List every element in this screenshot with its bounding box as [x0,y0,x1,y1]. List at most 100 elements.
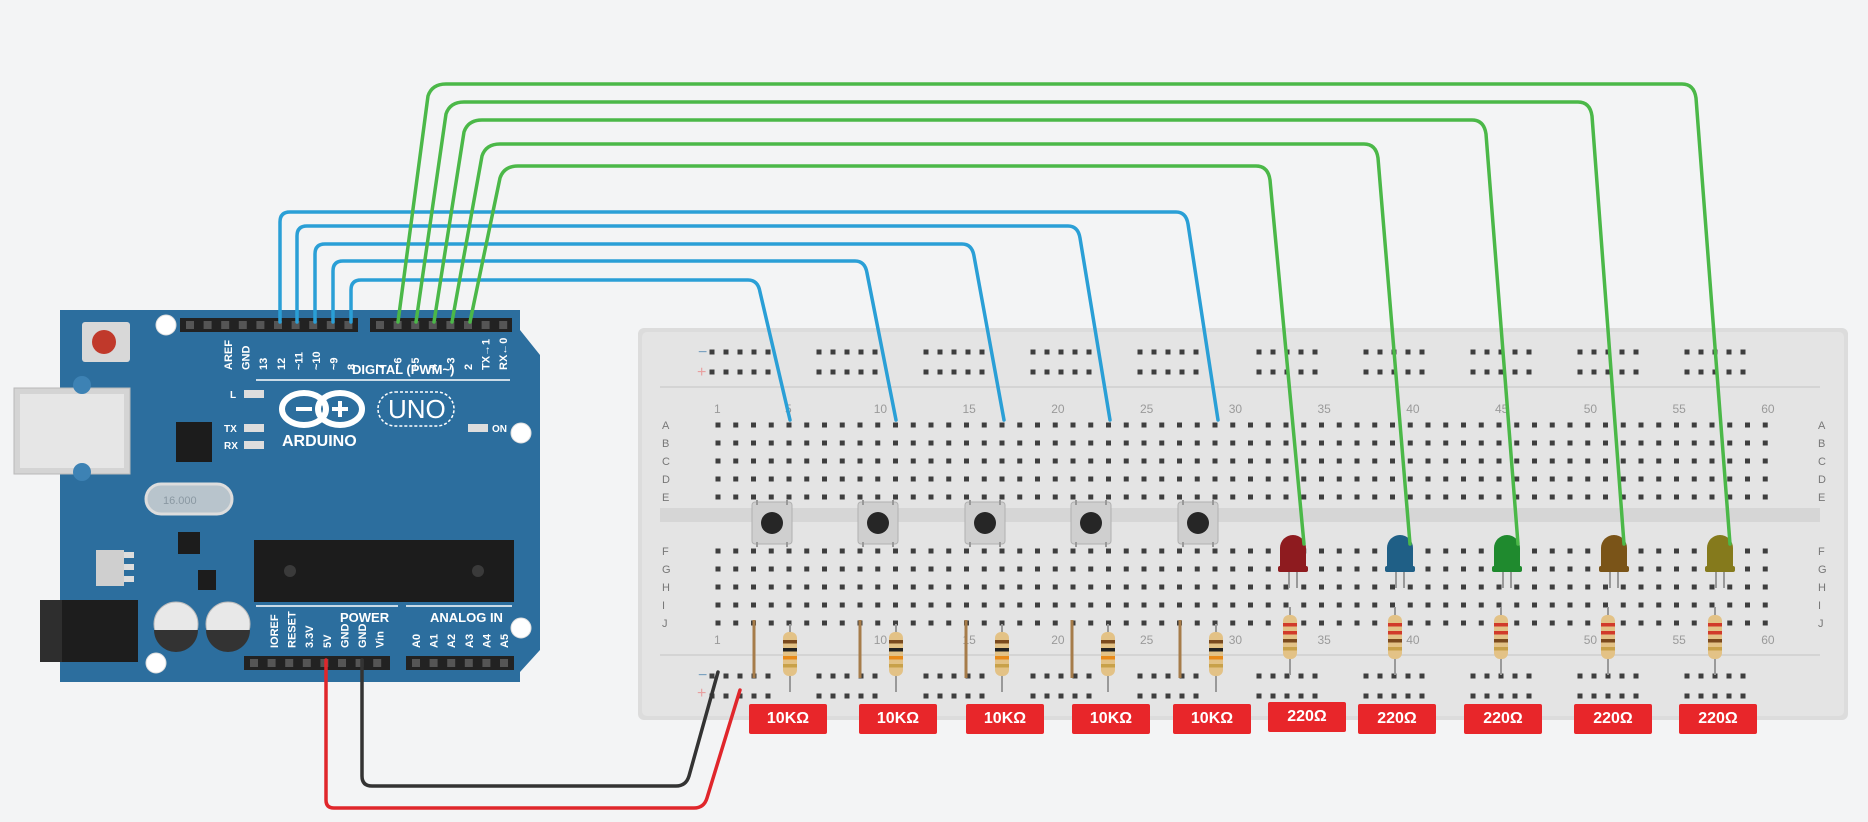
breadboard-hole[interactable] [1443,440,1449,446]
breadboard-hole[interactable] [1674,422,1679,428]
breadboard-hole[interactable] [1106,566,1111,572]
breadboard-hole[interactable] [1336,548,1342,554]
breadboard-hole[interactable] [733,620,739,626]
breadboard-hole[interactable] [1514,584,1520,590]
breadboard-hole[interactable] [999,458,1005,464]
rail-hole[interactable] [1298,349,1304,355]
breadboard-hole[interactable] [1354,620,1360,626]
breadboard-hole[interactable] [1656,566,1662,572]
breadboard-hole[interactable] [1265,440,1271,446]
breadboard-hole[interactable] [768,620,774,626]
breadboard-hole[interactable] [1425,494,1431,500]
breadboard-hole[interactable] [981,548,987,554]
breadboard-hole[interactable] [1603,476,1608,482]
rail-hole[interactable] [723,693,729,699]
breadboard-hole[interactable] [822,548,827,554]
rail-hole[interactable] [1726,673,1732,679]
rail-hole[interactable] [1498,349,1504,355]
breadboard-hole[interactable] [1194,566,1200,572]
rail-hole[interactable] [1484,693,1490,699]
breadboard-hole[interactable] [1017,458,1023,464]
push-button-3[interactable] [964,500,1006,547]
rail-hole[interactable] [965,349,971,355]
breadboard-hole[interactable] [1638,440,1644,446]
breadboard-hole[interactable] [1017,548,1023,554]
breadboard-hole[interactable] [1354,440,1360,446]
breadboard-hole[interactable] [910,494,916,500]
rail-hole[interactable] [1284,693,1290,699]
rail-hole[interactable] [858,693,864,699]
breadboard-hole[interactable] [751,476,756,482]
breadboard-hole[interactable] [1709,602,1715,608]
breadboard-hole[interactable] [1745,620,1750,626]
breadboard-hole[interactable] [1478,494,1484,500]
breadboard-hole[interactable] [1407,458,1413,464]
breadboard-hole[interactable] [1248,458,1253,464]
rail-hole[interactable] [1619,673,1625,679]
breadboard-hole[interactable] [1390,440,1395,446]
rail-hole[interactable] [979,673,985,679]
breadboard-hole[interactable] [768,440,774,446]
breadboard-hole[interactable] [999,548,1005,554]
breadboard-hole[interactable] [1035,422,1040,428]
breadboard-hole[interactable] [1478,458,1484,464]
breadboard-hole[interactable] [1620,620,1626,626]
breadboard-hole[interactable] [1461,440,1466,446]
breadboard-hole[interactable] [1088,620,1094,626]
breadboard-hole[interactable] [1088,548,1094,554]
breadboard-hole[interactable] [1194,548,1200,554]
breadboard-hole[interactable] [1088,602,1094,608]
rail-hole[interactable] [1712,673,1718,679]
breadboard-hole[interactable] [804,548,810,554]
breadboard-hole[interactable] [1265,458,1271,464]
breadboard-hole[interactable] [1762,620,1768,626]
breadboard-hole[interactable] [1567,440,1573,446]
breadboard-hole[interactable] [1762,422,1768,428]
breadboard-hole[interactable] [1549,566,1555,572]
breadboard-hole[interactable] [1674,620,1679,626]
breadboard-hole[interactable] [1603,584,1608,590]
push-button-2[interactable] [857,500,899,547]
breadboard-hole[interactable] [1585,548,1591,554]
breadboard-hole[interactable] [1407,620,1413,626]
breadboard-hole[interactable] [1656,422,1662,428]
breadboard-hole[interactable] [1620,422,1626,428]
breadboard-hole[interactable] [1585,422,1591,428]
breadboard-hole[interactable] [928,602,934,608]
breadboard-hole[interactable] [1336,458,1342,464]
breadboard-hole[interactable] [1390,494,1395,500]
breadboard-hole[interactable] [1017,584,1023,590]
rail-hole[interactable] [965,369,971,375]
breadboard-hole[interactable] [1656,440,1662,446]
breadboard-hole[interactable] [1354,584,1360,590]
breadboard-hole[interactable] [1230,422,1236,428]
breadboard-hole[interactable] [786,566,792,572]
rail-hole[interactable] [1256,369,1262,375]
breadboard-hole[interactable] [1656,620,1662,626]
breadboard-hole[interactable] [1230,494,1236,500]
rail-hole[interactable] [979,349,985,355]
breadboard-hole[interactable] [839,566,845,572]
breadboard-hole[interactable] [1319,620,1324,626]
breadboard-hole[interactable] [1603,422,1608,428]
breadboard-hole[interactable] [1549,602,1555,608]
rail-hole[interactable] [1151,673,1157,679]
breadboard-hole[interactable] [1070,584,1076,590]
breadboard-hole[interactable] [1354,458,1360,464]
rail-hole[interactable] [1470,349,1476,355]
breadboard-hole[interactable] [839,494,845,500]
breadboard-hole[interactable] [1425,620,1431,626]
breadboard-hole[interactable] [715,494,721,500]
breadboard-hole[interactable] [1336,602,1342,608]
breadboard-hole[interactable] [1691,584,1697,590]
breadboard-hole[interactable] [875,548,881,554]
breadboard-hole[interactable] [1141,620,1147,626]
rail-hole[interactable] [1712,369,1718,375]
breadboard-hole[interactable] [1443,494,1449,500]
breadboard-hole[interactable] [1017,494,1023,500]
breadboard-hole[interactable] [1212,494,1218,500]
rail-hole[interactable] [1484,673,1490,679]
rail-hole[interactable] [1591,693,1597,699]
rail-hole[interactable] [1740,349,1746,355]
rail-hole[interactable] [1179,693,1185,699]
